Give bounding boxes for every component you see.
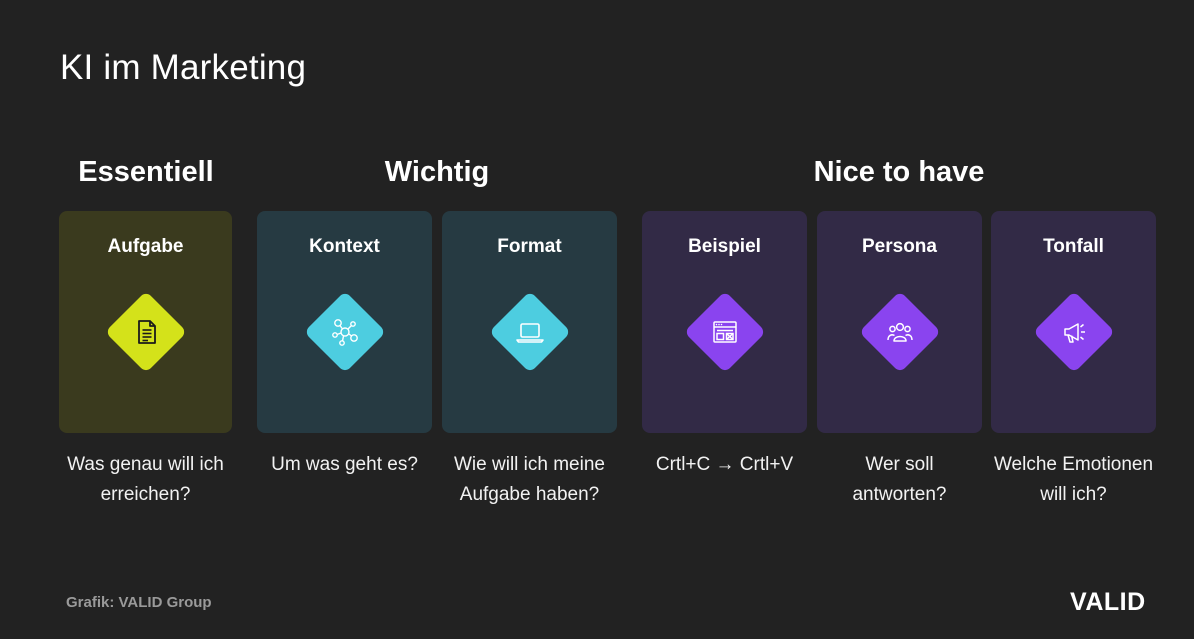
caption-format: Wie will ich meine Aufgabe haben? bbox=[442, 450, 617, 510]
card-title: Kontext bbox=[309, 236, 380, 257]
card-title: Persona bbox=[862, 236, 937, 257]
caption-line: Wie will ich meine bbox=[454, 454, 605, 475]
image-credit: Grafik: VALID Group bbox=[66, 594, 212, 611]
caption-line: Was genau will ich bbox=[67, 454, 224, 475]
megaphone-icon bbox=[1063, 323, 1085, 343]
caption-line: erreichen? bbox=[100, 484, 191, 505]
card-kontext: Kontext bbox=[257, 211, 432, 433]
people-icon bbox=[886, 322, 913, 342]
caption-line: Um was geht es? bbox=[271, 454, 418, 475]
card-title: Aufgabe bbox=[107, 236, 184, 257]
caption-kontext: Um was geht es? bbox=[257, 450, 432, 480]
card-title: Tonfall bbox=[1043, 236, 1104, 257]
card-aufgabe: Aufgabe bbox=[59, 211, 232, 433]
network-icon bbox=[331, 319, 358, 346]
caption-persona: Wer soll antworten? bbox=[817, 450, 982, 510]
caption-tonfall: Welche Emotionen will ich? bbox=[986, 450, 1161, 510]
caption-line: Crtl+C → Crtl+V bbox=[655, 454, 794, 475]
caption-line: Wer soll bbox=[865, 454, 934, 475]
caption-line: Aufgabe haben? bbox=[459, 484, 600, 505]
card-tonfall: Tonfall bbox=[991, 211, 1156, 433]
caption-line: antworten? bbox=[852, 484, 947, 505]
group-heading-essentiell: Essentiell bbox=[78, 156, 214, 188]
browser-window-icon bbox=[712, 321, 737, 343]
laptop-icon bbox=[515, 323, 544, 343]
caption-beispiel: Crtl+C → Crtl+V bbox=[642, 450, 807, 480]
document-icon bbox=[137, 320, 156, 344]
card-format: Format bbox=[442, 211, 617, 433]
valid-logo: VALID bbox=[1070, 588, 1146, 616]
card-persona: Persona bbox=[817, 211, 982, 433]
page-title: KI im Marketing bbox=[60, 48, 307, 87]
card-beispiel: Beispiel bbox=[642, 211, 807, 433]
caption-aufgabe: Was genau will ich erreichen? bbox=[59, 450, 232, 510]
card-title: Format bbox=[497, 236, 562, 257]
card-title: Beispiel bbox=[688, 236, 761, 257]
caption-line: will ich? bbox=[1040, 484, 1107, 505]
caption-line: Welche Emotionen bbox=[993, 454, 1154, 475]
group-heading-nice-to-have: Nice to have bbox=[813, 156, 985, 188]
group-heading-wichtig: Wichtig bbox=[384, 156, 490, 188]
